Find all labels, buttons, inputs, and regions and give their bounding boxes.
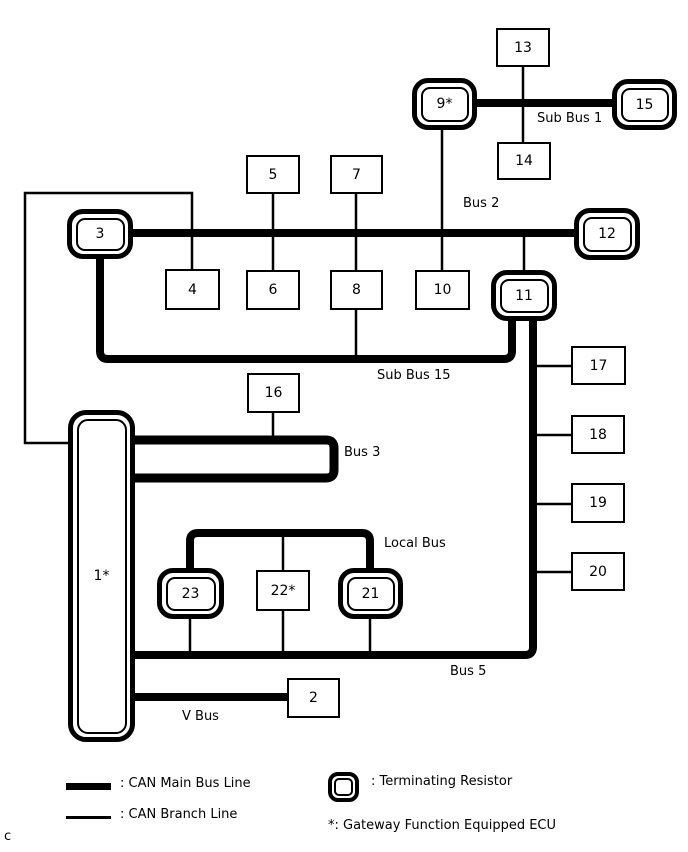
main-bus-line-swatch <box>66 783 111 790</box>
sub-bus-15-label: Sub Bus 15 <box>377 368 451 383</box>
terminator-ecu-21: 21 <box>338 568 403 619</box>
ecu-node-8: 8 <box>330 270 383 310</box>
ecu-label-21: 21 <box>346 576 395 611</box>
ecu-node-5: 5 <box>246 155 300 194</box>
page-corner-mark: c <box>4 829 12 844</box>
ecu-label-1: 1* <box>76 418 127 734</box>
ecu-node-13: 13 <box>496 28 550 67</box>
terminator-ecu-15: 15 <box>612 79 677 130</box>
bus-2-label: Bus 2 <box>463 196 500 211</box>
branch-line-swatch <box>66 816 111 819</box>
ecu-label-11: 11 <box>499 278 549 313</box>
ecu-node-22: 22* <box>256 570 310 611</box>
bus-5-label: Bus 5 <box>450 664 487 679</box>
ecu-label-23: 23 <box>165 576 216 611</box>
ecu-label-15: 15 <box>620 87 669 122</box>
ecu-node-18: 18 <box>571 415 625 454</box>
ecu-node-14: 14 <box>497 142 551 180</box>
ecu-node-2: 2 <box>287 678 340 718</box>
bus-3-label: Bus 3 <box>344 445 381 460</box>
terminator-ecu-11: 11 <box>491 270 557 321</box>
ecu-label-12: 12 <box>582 216 632 252</box>
legend-terminator-label: : Terminating Resistor <box>371 774 513 789</box>
ecu-node-7: 7 <box>330 155 383 194</box>
bus-3-line <box>133 435 339 483</box>
legend-branch-label: : CAN Branch Line <box>120 807 238 822</box>
terminator-ecu-1: 1* <box>68 410 135 742</box>
legend-gateway-label: *: Gateway Function Equipped ECU <box>328 818 557 833</box>
ecu-node-17: 17 <box>571 346 626 385</box>
terminator-ecu-3: 3 <box>67 209 133 259</box>
legend-main-bus-label: : CAN Main Bus Line <box>120 776 251 791</box>
terminator-ecu-12: 12 <box>574 208 640 260</box>
ecu-node-6: 6 <box>246 270 300 310</box>
ecu-node-19: 19 <box>571 483 625 523</box>
ecu-label-9: 9* <box>420 86 469 122</box>
ecu-node-16: 16 <box>247 373 300 413</box>
local-bus-line <box>186 529 374 570</box>
ecu-node-10: 10 <box>415 270 470 310</box>
terminating-resistor-swatch-inner <box>334 778 353 796</box>
ecu-node-4: 4 <box>165 269 220 310</box>
bus-5-line <box>133 319 537 659</box>
ecu-node-20: 20 <box>571 552 625 591</box>
sub-bus-1-label: Sub Bus 1 <box>537 111 603 126</box>
terminator-ecu-23: 23 <box>157 568 224 619</box>
branch-1-bus2-line <box>23 191 194 445</box>
v-bus-label: V Bus <box>182 709 219 724</box>
terminating-resistor-swatch <box>328 772 359 802</box>
ecu-label-3: 3 <box>75 217 125 251</box>
sub-bus-15-line <box>96 256 516 363</box>
terminator-ecu-9: 9* <box>412 78 477 130</box>
local-bus-label: Local Bus <box>384 536 446 551</box>
